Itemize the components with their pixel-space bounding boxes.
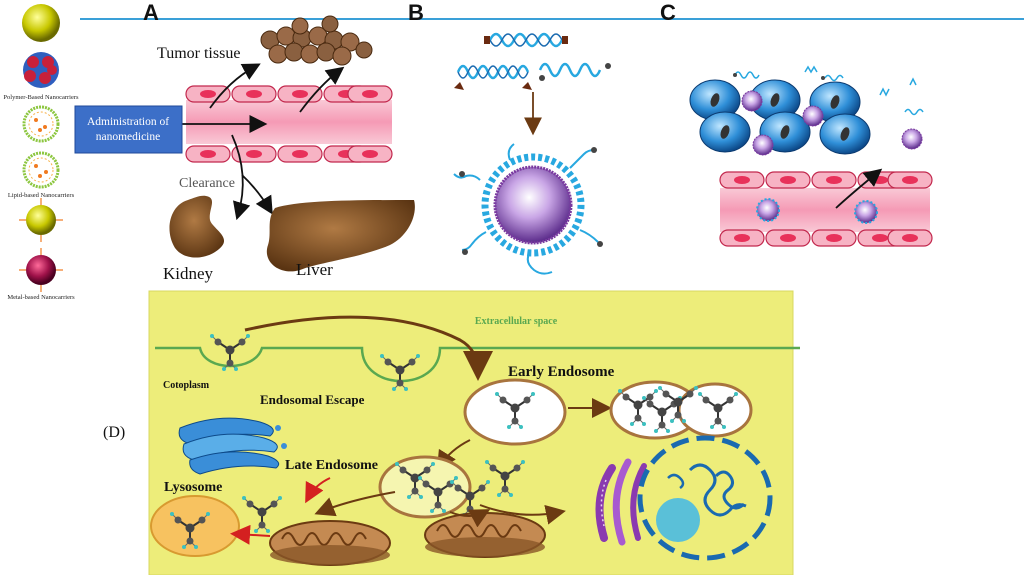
early-endosome-label: Early Endosome <box>508 364 615 380</box>
panel-a: Tumor tissue Administration of nanomedic… <box>74 15 415 283</box>
extravasation-arrow-2 <box>299 66 345 113</box>
legend-polymer-label: Polymer-Based Nanocarriers <box>3 94 79 101</box>
lysosome-arrow-red-2 <box>230 524 271 545</box>
administration-label-line2: nanomedicine <box>96 131 161 143</box>
legend-metal-label: Metal-based Nanocarriers <box>7 294 75 301</box>
tumor-entry-arrow <box>835 168 883 209</box>
yellow-nanoparticle-icon <box>22 4 60 42</box>
clearance-label: Clearance <box>179 176 235 191</box>
functionalized-nanoparticle-icon <box>453 143 603 275</box>
late-endosome-label: Late Endosome <box>285 458 378 473</box>
liposome-icon-1 <box>22 105 60 143</box>
nanoparticles-in-tumor <box>741 90 923 156</box>
oligo-strand-3 <box>538 62 602 78</box>
extracellular-space-label: Extracellular space <box>475 316 558 327</box>
extravasation-arrow-1 <box>209 63 261 109</box>
gold-nanoparticle-icon <box>19 198 63 242</box>
liver-icon <box>266 200 415 272</box>
mitochondrion-2-icon <box>424 512 546 558</box>
tumor-cells-cluster <box>689 79 871 155</box>
administration-label-line1: Administration of <box>87 116 169 128</box>
golgi-apparatus-icon <box>178 417 287 475</box>
kidney-icon <box>169 195 225 258</box>
kidney-label: Kidney <box>163 264 214 283</box>
oligo-strand-2 <box>456 64 530 80</box>
metal-nanoparticle-icon <box>19 248 63 292</box>
blood-vessel-c <box>719 171 933 247</box>
endoplasmic-reticulum-icon <box>595 458 647 546</box>
liver-label: Liver <box>296 260 333 279</box>
panel-label-c: C <box>660 0 676 25</box>
lysosome-arrow-red-1 <box>305 477 331 504</box>
clearance-arrow-liver <box>241 174 273 215</box>
blood-vessel-a <box>185 85 393 163</box>
panel-c <box>689 65 933 247</box>
panel-label-d: (D) <box>103 424 125 441</box>
panel-d: Extracellular space Cotoplasm Endosomal … <box>148 290 800 575</box>
cell-membrane <box>155 346 800 383</box>
legend: Polymer-Based Nanocarriers Lipid-based N… <box>3 4 79 301</box>
endosomal-escape-label: Endosomal Escape <box>260 392 365 407</box>
panel-label-b: B <box>408 0 424 25</box>
administration-box <box>74 105 183 154</box>
legend-lipid-label: Lipid-based Nanocarriers <box>8 192 75 199</box>
mitochondrion-1-icon <box>269 520 391 566</box>
lysosome-label: Lysosome <box>164 480 222 495</box>
free-oligos <box>733 65 924 116</box>
nucleus-icon <box>637 435 773 561</box>
arrow-to-mitochondrion <box>314 491 396 517</box>
polymer-nanocarrier-icon <box>23 52 59 88</box>
panel-label-a: A <box>143 0 159 25</box>
tumor-tissue-label: Tumor tissue <box>157 45 240 62</box>
endocytosis-arrow <box>244 315 493 381</box>
tumor-tissue-icon <box>260 15 373 66</box>
arrow-to-mitochondrion-2 <box>449 509 491 528</box>
liposome-icon-2 <box>22 151 60 189</box>
fused-endosome <box>609 380 753 440</box>
cytoplasm-label: Cotoplasm <box>163 380 210 391</box>
arrow-to-er <box>479 504 566 525</box>
panel-b <box>453 32 611 275</box>
